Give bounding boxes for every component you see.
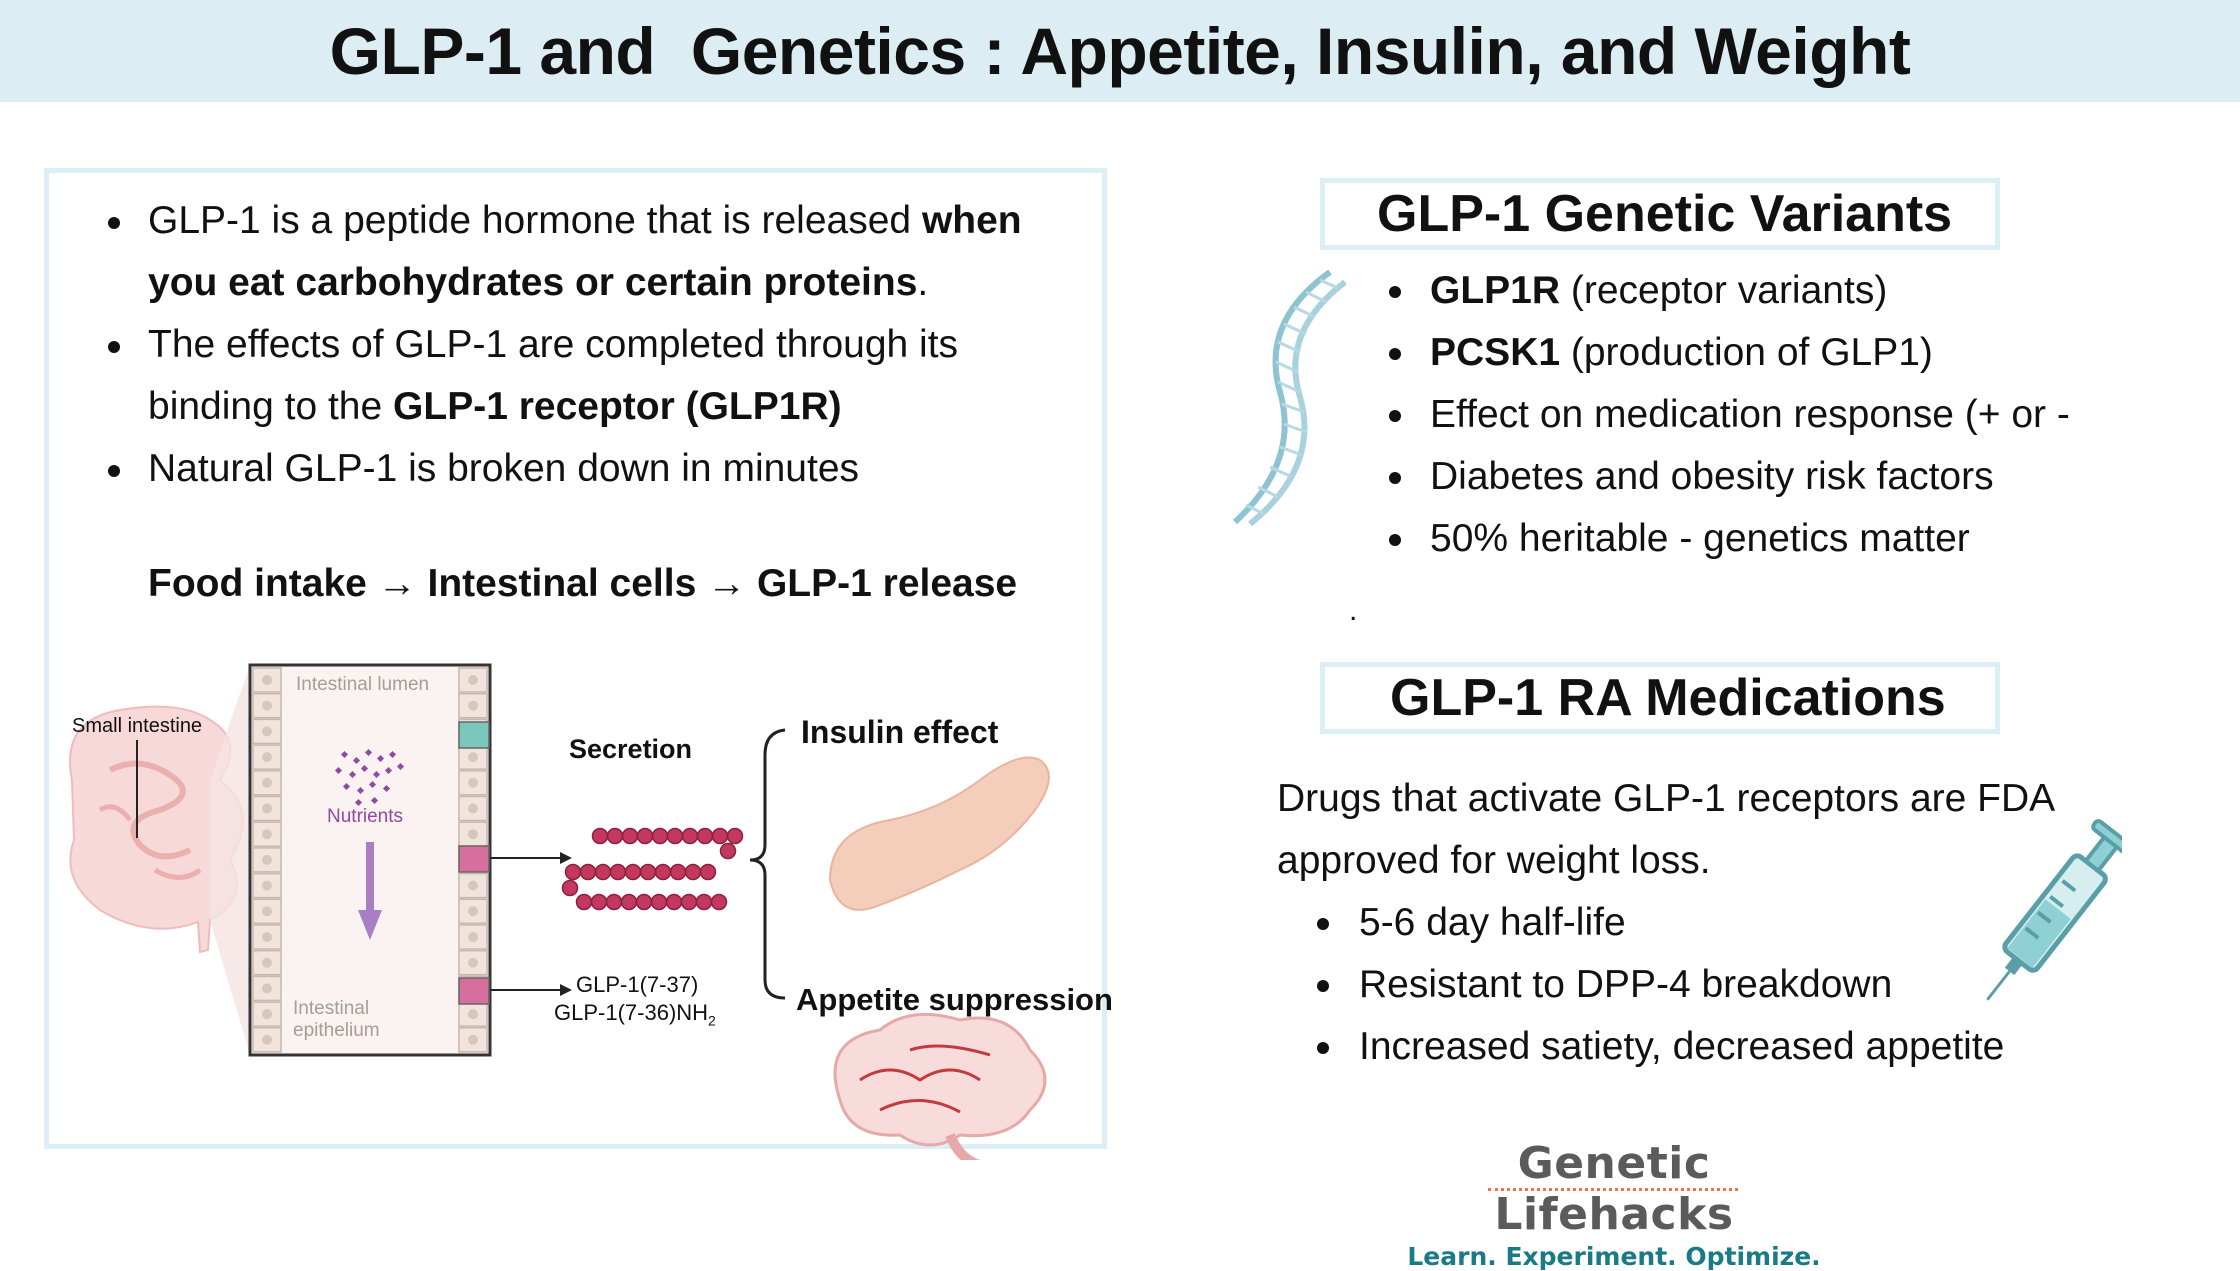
glp1-736-subscript: 2 (708, 1012, 716, 1029)
intestine-illustration (69, 665, 250, 1055)
glp1-facts-list: GLP-1 is a peptide hormone that is relea… (104, 190, 1084, 500)
nutrient-particles (334, 748, 405, 807)
page-title: GLP-1 and Genetics : Appetite, Insulin, … (329, 14, 1911, 88)
variant-text: Effect on medication response (+ or - (1430, 393, 2070, 436)
title-bar: GLP-1 and Genetics : Appetite, Insulin, … (0, 0, 2240, 102)
nutrients-label: Nutrients (327, 806, 404, 827)
bullet-text: Natural GLP-1 is broken down in minutes (148, 447, 860, 490)
medications-intro: Drugs that activate GLP-1 receptors are … (1277, 777, 2054, 882)
appetite-suppression-label: Appetite suppression (796, 982, 1113, 1017)
brain-illustration (833, 1012, 1047, 1160)
list-item: Natural GLP-1 is broken down in minutes (104, 438, 1084, 500)
epithelial-cells (252, 667, 490, 1053)
small-intestine-label: Small intestine (72, 715, 203, 737)
glp1-form-arrow-head (560, 984, 572, 996)
variant-text: Diabetes and obesity risk factors (1430, 455, 1994, 498)
secretion-label: Secretion (569, 734, 693, 764)
dna-icon (1232, 269, 1347, 527)
logo-tagline: Learn. Experiment. Optimize. (1407, 1242, 1821, 1271)
logo-dotted-underline (1488, 1188, 1738, 1191)
medication-item: Increased satiety, decreased appetite (1313, 1016, 2073, 1078)
variant-item: GLP1R (receptor variants) (1385, 260, 2215, 322)
intestinal-lumen-label: Intestinal lumen (296, 674, 430, 695)
variant-item: PCSK1 (production of GLP1) (1385, 322, 2215, 384)
glp1-737-label: GLP-1(7-37) (576, 972, 699, 997)
glp1-736-text: GLP-1(7-36)NH (554, 1000, 709, 1025)
glp1-peptide-chain (561, 827, 744, 911)
medication-item: 5-6 day half-life (1313, 892, 2073, 954)
diagram-graphics (69, 663, 1050, 1160)
variant-item: Effect on medication response (+ or - (1385, 384, 2215, 446)
variant-text: (production of GLP1) (1560, 331, 1933, 374)
bullet-text: The effects of GLP-1 are completed throu… (148, 323, 959, 428)
bullet-bold-text: when you eat carbohydrates or certain pr… (148, 199, 1022, 304)
insulin-effect-label: Insulin effect (801, 714, 999, 750)
genetic-lifehacks-logo: Genetic Lifehacks Learn. Experiment. Opt… (1404, 1138, 1824, 1271)
medications-heading-box: GLP-1 RA Medications (1320, 662, 2000, 734)
variant-item: 50% heritable - genetics matter (1385, 508, 2215, 570)
secretion-arrow-head (560, 852, 572, 864)
variants-heading-box: GLP-1 Genetic Variants (1320, 178, 2000, 250)
intestinal-epithelium-label-1: Intestinal (293, 998, 370, 1019)
flow-text: Food intake → Intestinal cells → GLP-1 r… (148, 562, 1018, 605)
effects-bracket (749, 728, 786, 1000)
medication-item: Resistant to DPP-4 breakdown (1313, 954, 2073, 1016)
variants-list: GLP1R (receptor variants)PCSK1 (producti… (1385, 260, 2215, 570)
glp1-secretion-diagram: Small intestine Intestinal lumen Nutrien… (60, 660, 1120, 1160)
medications-heading: GLP-1 RA Medications (1390, 669, 1946, 727)
syringe-icon (1986, 819, 2122, 1001)
variant-text: (receptor variants) (1560, 269, 1888, 312)
pancreas-illustration (828, 756, 1050, 911)
variant-text: 50% heritable - genetics matter (1430, 517, 1970, 560)
glp1-736-label: GLP-1(7-36)NH2 (554, 1000, 716, 1028)
list-item: GLP-1 is a peptide hormone that is relea… (104, 190, 1084, 314)
logo-name: Genetic Lifehacks (1494, 1138, 1734, 1240)
nutrient-arrow-head (358, 910, 382, 940)
left-panel (44, 168, 1107, 1149)
bullet-bold-text: GLP-1 receptor (GLP1R) (393, 385, 842, 428)
nutrient-arrow-shaft (366, 842, 374, 912)
bullet-tail: . (917, 261, 929, 304)
list-item: The effects of GLP-1 are completed throu… (104, 314, 1084, 438)
bullet-text: GLP-1 is a peptide hormone that is relea… (148, 199, 922, 242)
variant-gene: GLP1R (1430, 269, 1561, 312)
intestinal-epithelium-label-2: epithelium (293, 1020, 380, 1041)
variant-gene: PCSK1 (1430, 331, 1561, 374)
variant-item: Diabetes and obesity risk factors (1385, 446, 2215, 508)
stray-dot: . (1349, 594, 1358, 627)
variants-heading: GLP-1 Genetic Variants (1377, 185, 1953, 243)
